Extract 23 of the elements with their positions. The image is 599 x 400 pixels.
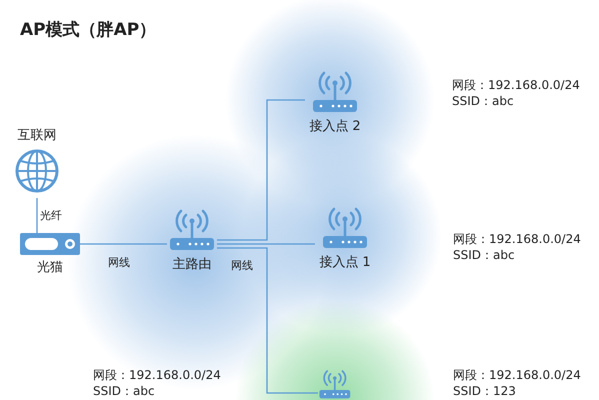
node-label: 接入点 2 xyxy=(309,119,361,135)
info-text: SSID：abc xyxy=(453,248,515,263)
connector-line xyxy=(217,99,305,241)
node-label: 主路由 xyxy=(172,257,212,273)
info-text: SSID：abc xyxy=(452,94,514,109)
info-text: 网段：192.168.0.0/24 xyxy=(93,368,221,383)
router-icon xyxy=(318,369,352,400)
info-text: 网段：192.168.0.0/24 xyxy=(452,78,580,93)
connector-line xyxy=(217,243,315,245)
edge-label: 网线 xyxy=(231,258,253,273)
connector-line xyxy=(36,198,38,233)
title: AP模式（胖AP） xyxy=(20,19,156,41)
info-text: 网段：192.168.0.0/24 xyxy=(453,368,581,383)
info-text: 网段：192.168.0.0/24 xyxy=(453,232,581,247)
node-label: 光猫 xyxy=(37,260,63,276)
node-label: 互联网 xyxy=(18,128,56,144)
edge-label: 光纤 xyxy=(40,208,62,223)
edge-label: 网线 xyxy=(108,255,130,270)
connector-line xyxy=(217,247,318,394)
info-text: SSID：abc xyxy=(93,384,155,399)
node-label: 接入点 1 xyxy=(319,255,371,271)
connector-line xyxy=(80,243,167,245)
info-text: SSID：123 xyxy=(453,384,516,399)
